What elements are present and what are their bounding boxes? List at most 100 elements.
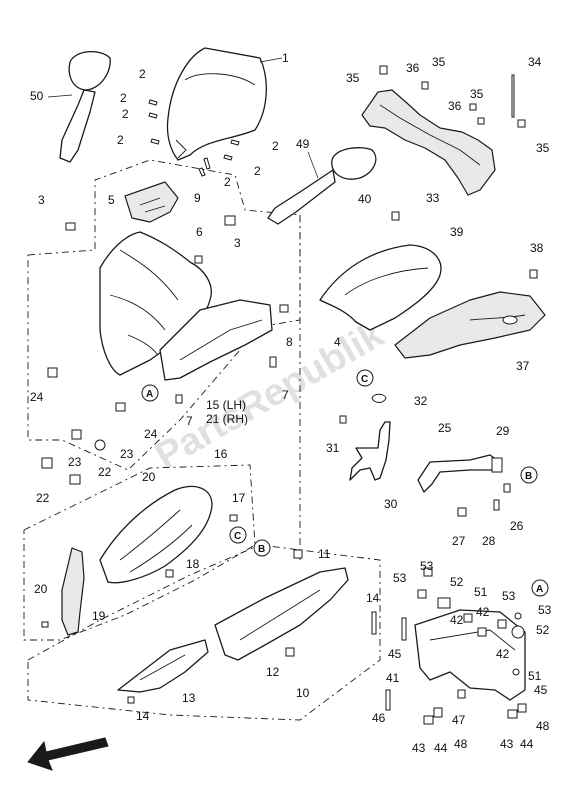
callout-48: 48: [454, 737, 468, 751]
left-mirror-head: [68, 51, 111, 91]
callout-14: 14: [136, 709, 150, 723]
inner-cover-detail: [469, 314, 526, 321]
mirror-bracket-detail: [379, 104, 481, 166]
clip-18: [165, 569, 174, 578]
screw-14-left: [127, 696, 135, 704]
screw-28: [493, 499, 500, 511]
callout-30: 30: [384, 497, 398, 511]
callout-42: 42: [476, 605, 490, 619]
mirror-bracket: [361, 89, 496, 196]
callout-labels: 1 2 2 2 2 2 2 2 3 3 4 5 6 7 7 8 9 10 11 …: [30, 51, 552, 755]
stay-41: [414, 609, 526, 701]
ref-marker-b-1: B: [520, 466, 538, 484]
front-lower-cowl-detail: [179, 319, 263, 361]
callout-19: 19: [92, 609, 106, 623]
callout-29: 29: [496, 424, 510, 438]
clip-11: [293, 549, 303, 559]
callout-53: 53: [393, 571, 407, 585]
callout-13: 13: [182, 691, 196, 705]
front-cowl-detail-1: [119, 249, 179, 301]
bracket-30: [349, 421, 391, 481]
clip-17: [229, 514, 238, 522]
callout-45: 45: [534, 683, 548, 697]
inner-cover: [394, 291, 546, 359]
lower-piece-detail: [139, 654, 186, 681]
front-cowl: [99, 231, 212, 376]
callout-27: 27: [452, 534, 466, 548]
lead-49: [307, 151, 319, 179]
callout-37: 37: [516, 359, 530, 373]
callout-25: 25: [438, 421, 452, 435]
side-cover-detail-1: [119, 509, 181, 561]
callout-4: 4: [334, 335, 341, 349]
screw-38: [529, 269, 538, 279]
callout-9: 9: [194, 191, 201, 205]
callout-14: 14: [366, 591, 380, 605]
side-panel-group-outline: [27, 544, 381, 721]
callout-40: 40: [358, 192, 372, 206]
side-cover: [99, 485, 213, 584]
bolt-26: [503, 483, 511, 493]
callout-39: 39: [450, 225, 464, 239]
callout-51: 51: [528, 669, 542, 683]
callout-7: 7: [186, 414, 193, 428]
callout-36: 36: [448, 99, 462, 113]
callout-36: 36: [406, 61, 420, 75]
callout-52: 52: [536, 623, 550, 637]
callout-35: 35: [536, 141, 550, 155]
ref-marker-c-1: C: [356, 369, 374, 387]
grommet-32: [371, 393, 387, 403]
windscreen: [166, 47, 267, 161]
callout-24: 24: [144, 427, 158, 441]
callout-2: 2: [224, 175, 231, 189]
ref-marker-b-2: B: [253, 539, 271, 557]
screw-31: [339, 415, 347, 424]
callout-43: 43: [412, 741, 426, 755]
windscreen-notch: [175, 139, 187, 159]
svg-text:B: B: [525, 471, 532, 482]
callout-31: 31: [326, 441, 340, 455]
callout-2: 2: [120, 91, 127, 105]
callout-18: 18: [186, 557, 200, 571]
screw-40: [391, 211, 400, 221]
bracket-25: [417, 454, 501, 493]
screw-14-right: [371, 611, 377, 635]
callout-33: 33: [426, 191, 440, 205]
callout-12: 12: [266, 665, 280, 679]
callout-10: 10: [296, 686, 310, 700]
callout-35: 35: [346, 71, 360, 85]
callout-16: 16: [214, 447, 228, 461]
stay-fasteners: [385, 567, 527, 725]
bracket-fasteners: [379, 65, 526, 128]
cowl-small-parts: [41, 157, 289, 485]
callout-28: 28: [482, 534, 496, 548]
callout-2: 2: [122, 107, 129, 121]
callout-2: 2: [272, 139, 279, 153]
callout-51: 51: [474, 585, 488, 599]
callout-22: 22: [98, 465, 112, 479]
lower-piece: [117, 639, 209, 693]
callout-38: 38: [530, 241, 544, 255]
callout-53: 53: [420, 559, 434, 573]
ref-marker-a-2: A: [531, 579, 549, 597]
callout-8: 8: [286, 335, 293, 349]
callout-20: 20: [34, 582, 48, 596]
inner-cover-hole: [502, 315, 518, 325]
callout-47: 47: [452, 713, 466, 727]
windscreen-screws: [148, 99, 240, 177]
callout-26: 26: [510, 519, 524, 533]
callout-22: 22: [36, 491, 50, 505]
right-mirror-stalk: [267, 169, 336, 225]
front-lower-cowl: [159, 299, 273, 381]
callout-53: 53: [538, 603, 552, 617]
ref-marker-c-2: C: [229, 526, 247, 544]
callout-23: 23: [68, 455, 82, 469]
callout-21: 21 (RH): [206, 412, 248, 426]
left-mirror-stalk: [59, 89, 96, 163]
callout-24: 24: [30, 390, 44, 404]
callout-2: 2: [254, 164, 261, 178]
svg-text:C: C: [234, 531, 241, 542]
front-cowl-detail-3: [127, 334, 159, 356]
side-piece: [61, 547, 85, 636]
